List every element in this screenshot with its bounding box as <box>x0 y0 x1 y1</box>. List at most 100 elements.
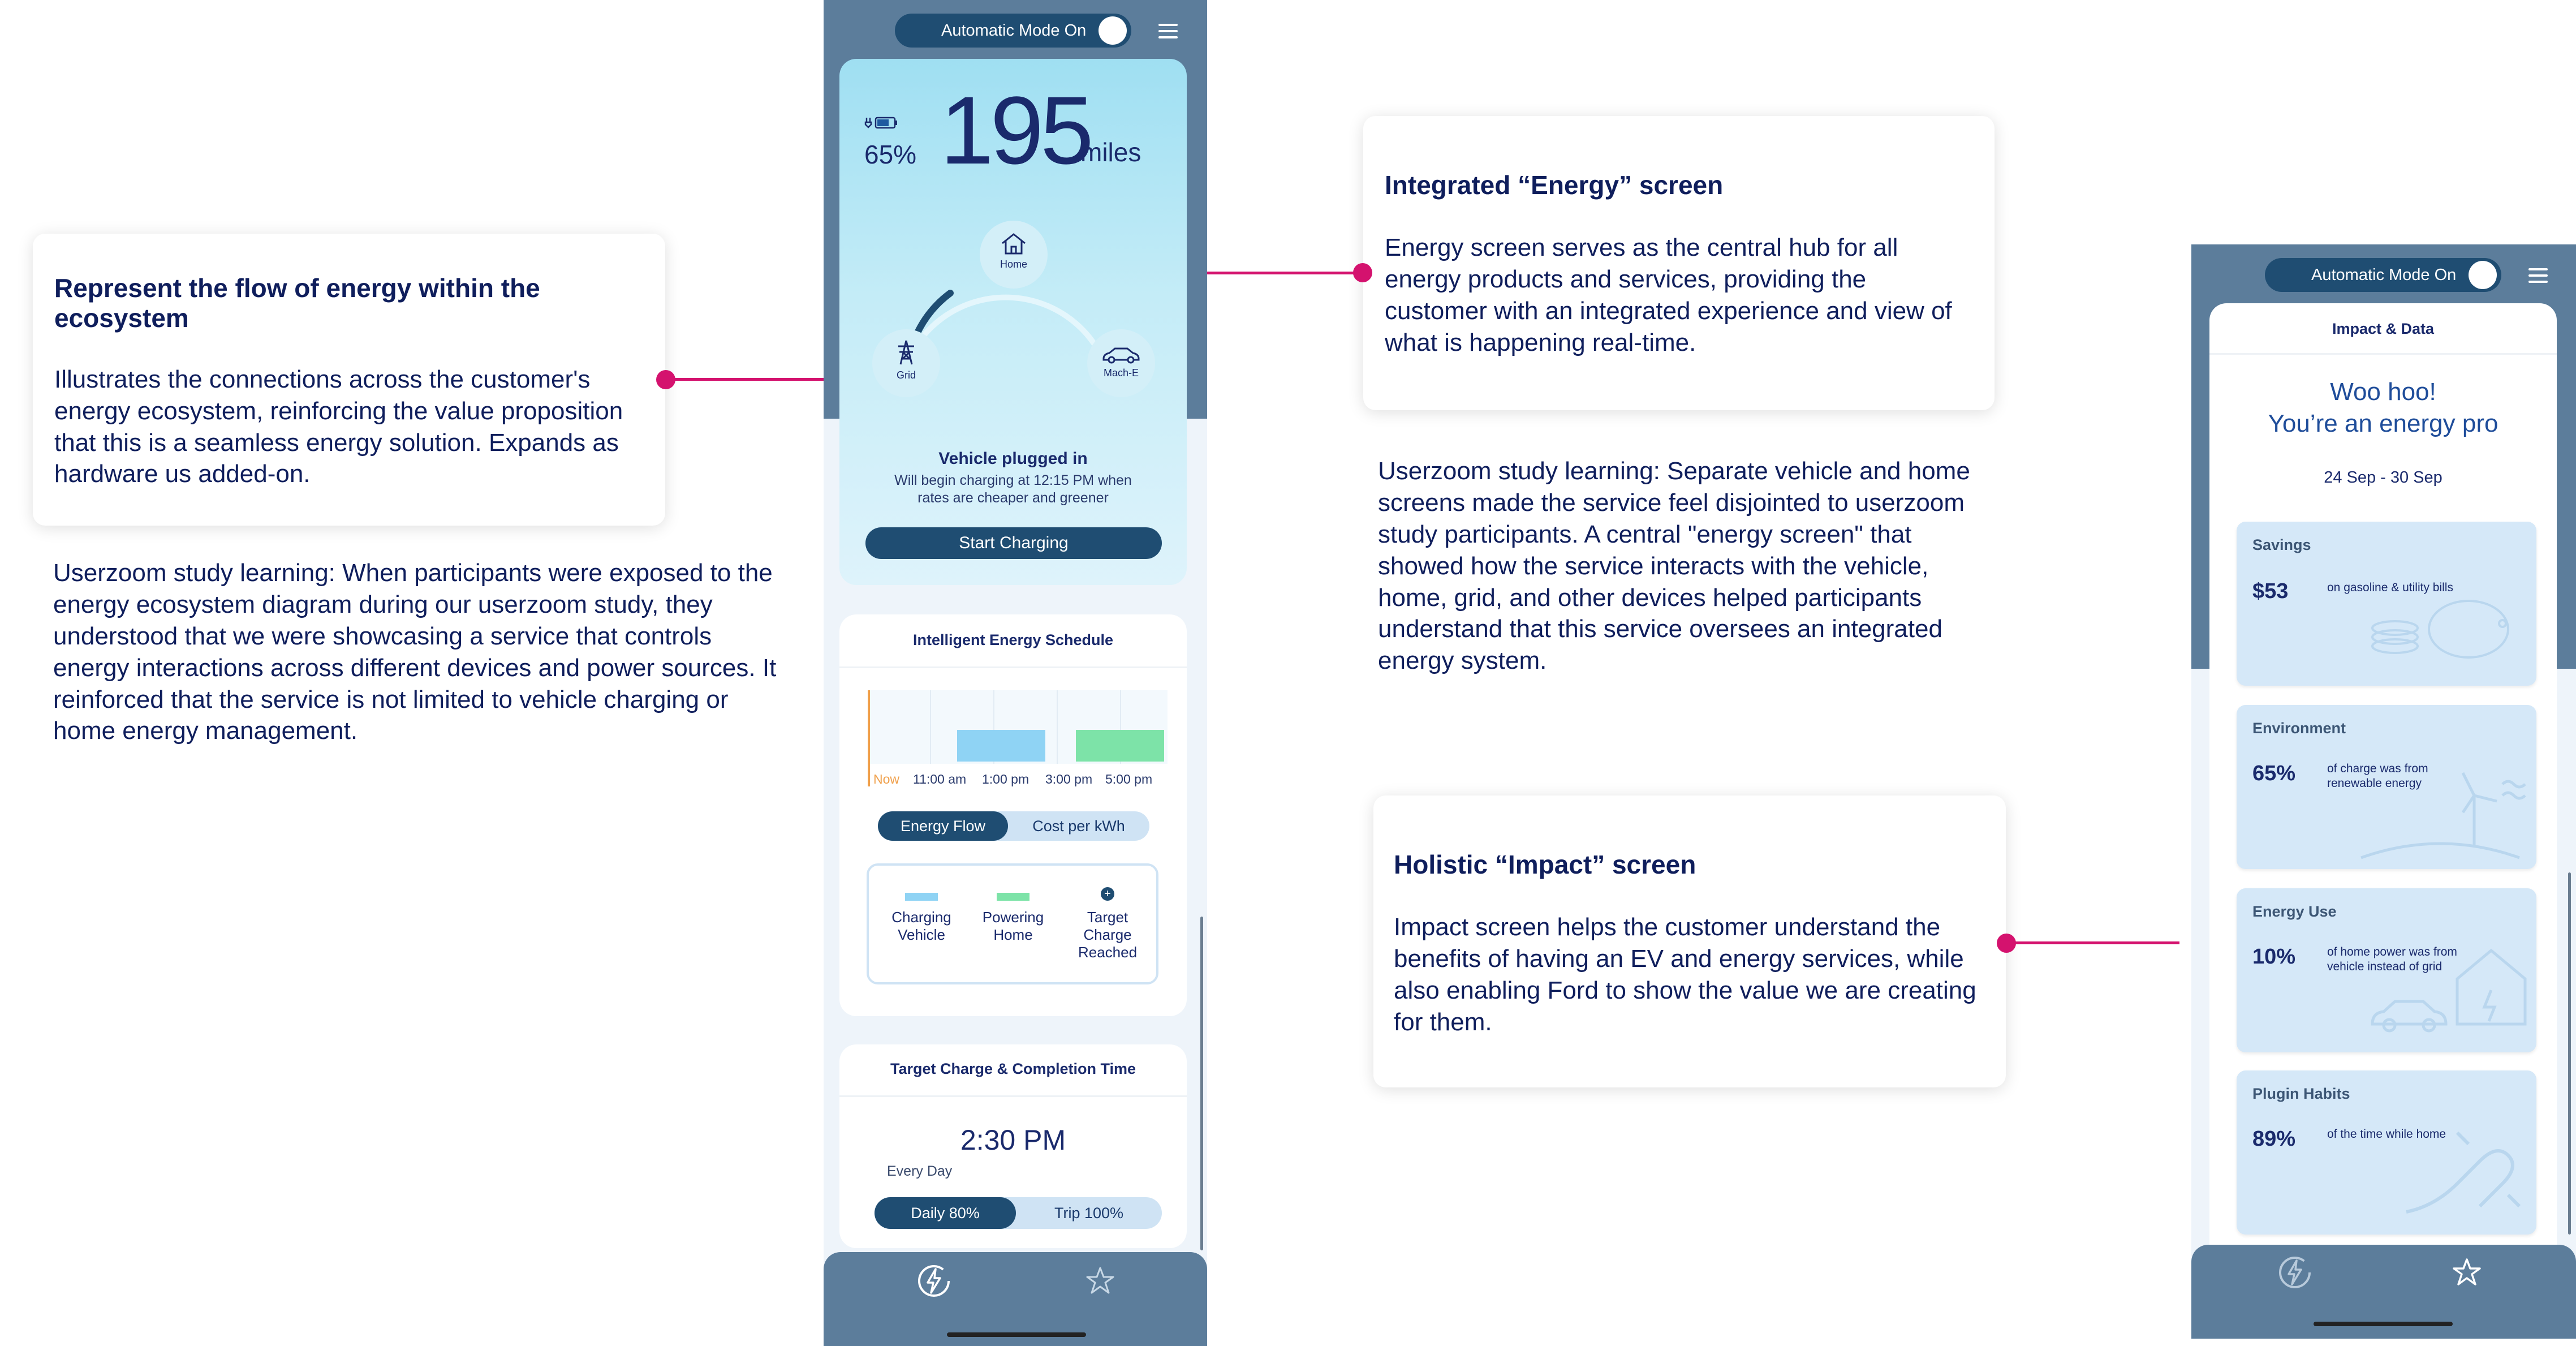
title-divider <box>839 666 1187 668</box>
card-value: 65% <box>2252 762 2296 785</box>
bottom-nav <box>2191 1245 2576 1339</box>
schedule-title: Intelligent Energy Schedule <box>912 631 1114 648</box>
bottom-nav <box>824 1252 1207 1346</box>
house-car-icon <box>2371 948 2527 1033</box>
energy-screen-phone: Automatic Mode On 65% 195 miles Home Gri… <box>824 0 1207 1346</box>
plug-battery-icon <box>864 114 898 134</box>
mode-label: Automatic Mode On <box>941 21 1087 40</box>
mode-label: Automatic Mode On <box>2311 265 2457 284</box>
start-charging-button[interactable]: Start Charging <box>865 527 1162 559</box>
energy-hub-panel: 65% 195 miles Home Grid Mach-E Vehicle p… <box>839 59 1187 585</box>
scrollbar[interactable] <box>1200 917 1203 1250</box>
annotation-body: Impact screen helps the customer underst… <box>1394 913 1976 1036</box>
nav-energy[interactable] <box>915 1262 953 1302</box>
time-label-now: Now <box>873 772 900 786</box>
annotation-note-energy: Userzoom study learning: Separate vehicl… <box>1378 457 1970 675</box>
repeat-label: Every Day <box>887 1163 953 1179</box>
title-divider <box>2209 353 2557 355</box>
impact-header: Impact & Data <box>2332 320 2435 337</box>
annotation-body: Illustrates the connections across the c… <box>54 365 623 488</box>
vehicle-node[interactable]: Mach-E <box>1087 329 1155 397</box>
savings-card[interactable]: Savings $53 on gasoline & utility bills <box>2237 522 2536 686</box>
annotation-card-energy: Integrated “Energy” screen Energy screen… <box>1363 116 1995 410</box>
tab-energy-flow[interactable]: Energy Flow <box>878 811 1008 841</box>
time-label: 11:00 am <box>913 772 967 786</box>
card-title: Plugin Habits <box>2252 1085 2350 1102</box>
nav-impact[interactable] <box>2450 1256 2483 1292</box>
impact-panel: Impact & Data Woo hoo! You’re an energy … <box>2209 303 2557 1254</box>
connector-dot <box>1353 263 1372 282</box>
target-charge-panel: Target Charge & Completion Time 2:30 PM … <box>839 1044 1187 1248</box>
hamburger-menu-icon[interactable] <box>2528 268 2548 287</box>
grid-node[interactable]: Grid <box>872 329 940 397</box>
card-desc: of the time while home <box>2327 1128 2446 1141</box>
nav-impact[interactable] <box>1084 1265 1117 1300</box>
card-desc: on gasoline & utility bills <box>2327 581 2453 594</box>
car-icon <box>1102 347 1140 364</box>
schedule-chart <box>868 690 1168 786</box>
hamburger-menu-icon[interactable] <box>1158 24 1178 42</box>
legend-charging-vehicle: Charging Vehicle <box>891 909 951 944</box>
schedule-legend: Charging Vehicle Powering Home + Target … <box>867 863 1158 984</box>
annotation-card-flow: Represent the flow of energy within the … <box>33 234 665 526</box>
powering-block <box>1076 730 1164 762</box>
charging-block <box>957 730 1045 762</box>
grid-tower-icon <box>898 340 914 365</box>
card-desc: of charge was from renewable energy <box>2327 762 2428 790</box>
completion-time[interactable]: 2:30 PM <box>960 1124 1066 1156</box>
card-value: 89% <box>2252 1127 2296 1151</box>
tab-trip[interactable]: Trip 100% <box>1054 1204 1124 1222</box>
tab-daily[interactable]: Daily 80% <box>875 1197 1016 1229</box>
annotation-title: Holistic “Impact” screen <box>1394 850 1696 879</box>
piggy-bank-icon <box>2371 600 2509 659</box>
home-label: Home <box>1000 259 1027 270</box>
headline-woo-hoo: Woo hoo! <box>2330 378 2436 406</box>
powering-swatch <box>997 893 1029 901</box>
annotation-note-flow: Userzoom study learning: When participan… <box>53 559 777 745</box>
nav-energy[interactable] <box>2276 1254 2314 1294</box>
home-indicator <box>2314 1322 2453 1326</box>
annotation-body: Energy screen serves as the central hub … <box>1385 233 1952 356</box>
connector-line <box>1207 272 1363 274</box>
range-unit: miles <box>1080 137 1141 167</box>
automatic-mode-toggle[interactable]: Automatic Mode On <box>2265 258 2501 292</box>
now-marker <box>868 690 870 786</box>
annotation-title: Integrated “Energy” screen <box>1385 170 1724 200</box>
annotation-title: Represent the flow of energy within the … <box>54 273 540 333</box>
connector-line <box>665 378 852 381</box>
impact-screen-phone: Automatic Mode On Impact & Data Woo hoo!… <box>2191 244 2576 1339</box>
annotation-card-impact: Holistic “Impact” screen Impact screen h… <box>1373 795 2006 1087</box>
star-icon <box>2453 1258 2481 1285</box>
plug-icon <box>2406 1131 2521 1214</box>
scrollbar[interactable] <box>2568 872 2571 1235</box>
home-node[interactable]: Home <box>980 221 1048 289</box>
title-divider <box>839 1095 1187 1097</box>
legend-target-charge: Target Charge Reached <box>1078 909 1138 961</box>
card-title: Savings <box>2252 536 2311 553</box>
wind-turbine-icon <box>2360 772 2526 859</box>
energy-use-card[interactable]: Energy Use 10% of home power was from ve… <box>2237 888 2536 1052</box>
time-label: 5:00 pm <box>1105 772 1153 786</box>
plugin-habits-card[interactable]: Plugin Habits 89% of the time while home <box>2237 1070 2536 1235</box>
vehicle-label: Mach-E <box>1103 367 1139 379</box>
home-icon <box>1002 233 1026 255</box>
grid-label: Grid <box>896 369 916 381</box>
card-title: Environment <box>2252 720 2346 737</box>
card-value: 10% <box>2252 945 2296 969</box>
headline-energy-pro: You’re an energy pro <box>2268 410 2499 437</box>
tab-cost-per-kwh[interactable]: Cost per kWh <box>1032 817 1125 835</box>
automatic-mode-toggle[interactable]: Automatic Mode On <box>895 14 1131 48</box>
time-label: 1:00 pm <box>982 772 1029 786</box>
range-value: 195 <box>940 77 1094 184</box>
status-title: Vehicle plugged in <box>938 449 1088 468</box>
charging-swatch <box>905 893 938 901</box>
environment-card[interactable]: Environment 65% of charge was from renew… <box>2237 705 2536 869</box>
card-title: Energy Use <box>2252 903 2337 920</box>
date-range: 24 Sep - 30 Sep <box>2324 468 2443 487</box>
toggle-knob <box>1099 16 1127 45</box>
status-text: Will begin charging at 12:15 PM when rat… <box>894 472 1132 506</box>
schedule-view-toggle: Energy Flow Cost per kWh <box>878 811 1149 841</box>
star-icon <box>1086 1267 1114 1294</box>
battery-percent: 65% <box>864 140 917 169</box>
toggle-knob <box>2469 261 2497 289</box>
